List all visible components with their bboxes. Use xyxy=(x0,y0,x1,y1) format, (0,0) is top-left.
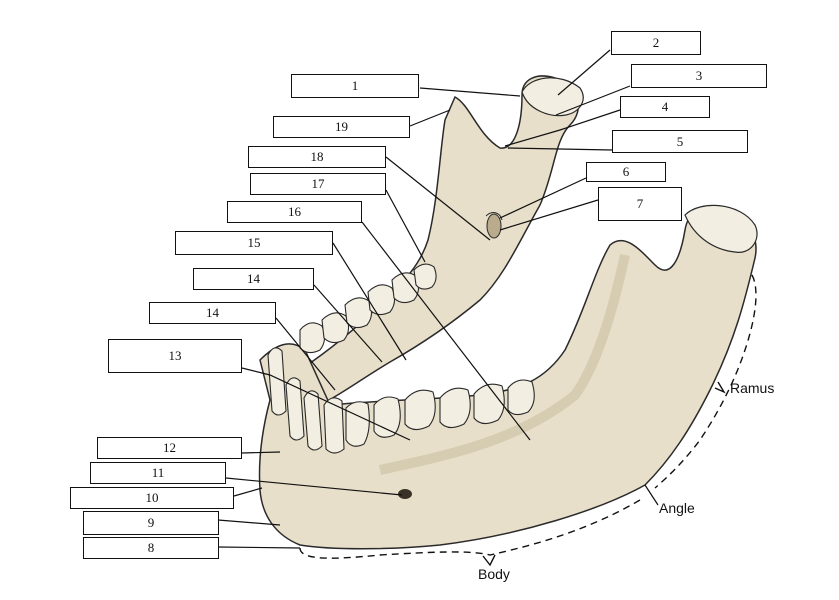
label-box-16[interactable]: 16 xyxy=(227,201,362,223)
label-box-10[interactable]: 10 xyxy=(70,487,234,509)
label-box-12[interactable]: 12 xyxy=(97,437,242,459)
body-bracket-tick xyxy=(482,554,496,567)
label-box-4[interactable]: 4 xyxy=(620,96,710,118)
angle-label: Angle xyxy=(659,500,695,516)
condyle-near xyxy=(684,204,758,253)
condyle-far xyxy=(521,77,584,117)
label-box-1[interactable]: 1 xyxy=(291,74,419,98)
far-teeth xyxy=(299,263,437,354)
label-box-15[interactable]: 15 xyxy=(175,231,333,255)
lingula xyxy=(485,212,503,221)
ramus-label: Ramus xyxy=(730,380,775,396)
label-box-19[interactable]: 19 xyxy=(273,116,410,138)
mental-foramen xyxy=(398,489,412,499)
ramus-bracket-tick xyxy=(714,381,726,394)
label-box-14a[interactable]: 14 xyxy=(149,302,276,324)
label-box-7[interactable]: 7 xyxy=(598,187,682,221)
label-box-13[interactable]: 13 xyxy=(108,339,242,373)
angle-pointer xyxy=(644,484,659,506)
body-label: Body xyxy=(478,566,510,582)
label-box-18[interactable]: 18 xyxy=(248,146,386,168)
near-teeth xyxy=(267,347,535,454)
label-box-2[interactable]: 2 xyxy=(611,31,701,55)
label-box-17[interactable]: 17 xyxy=(250,173,386,195)
label-box-9[interactable]: 9 xyxy=(83,511,219,535)
label-box-6[interactable]: 6 xyxy=(586,162,666,182)
leader-lines xyxy=(217,49,631,549)
label-box-8[interactable]: 8 xyxy=(83,537,219,559)
oblique-line xyxy=(378,253,630,475)
mandibular-foramen xyxy=(486,213,502,239)
label-box-11[interactable]: 11 xyxy=(90,462,226,484)
label-box-14b[interactable]: 14 xyxy=(193,268,314,290)
region-brackets xyxy=(299,274,757,559)
label-box-5[interactable]: 5 xyxy=(612,130,748,153)
label-box-3[interactable]: 3 xyxy=(631,64,767,88)
